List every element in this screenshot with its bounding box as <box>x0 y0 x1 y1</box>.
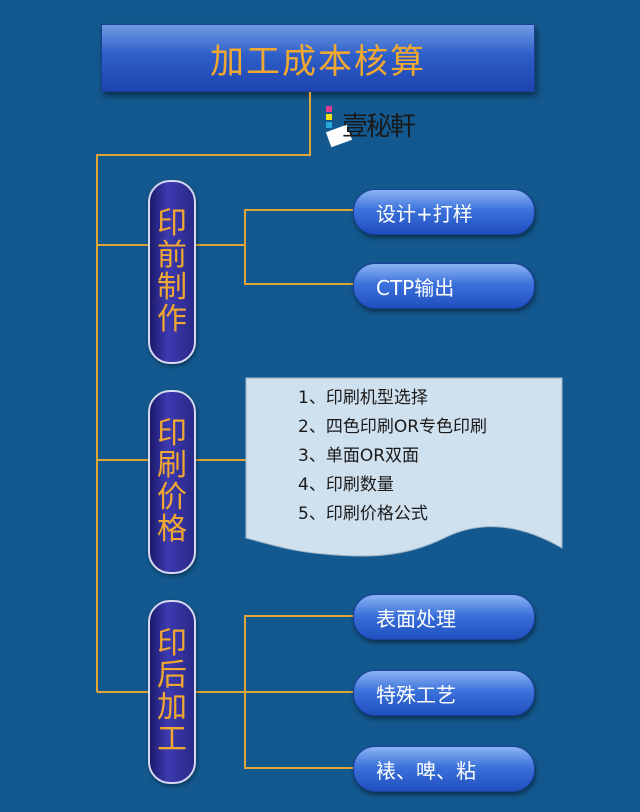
branch-postpress: 印后加工 <box>148 600 196 784</box>
node-mount-diecut-glue-label: 裱、啤、粘 <box>376 758 476 783</box>
node-mount-diecut-glue: 裱、啤、粘 <box>353 746 535 792</box>
node-surface-treatment-label: 表面处理 <box>376 606 456 631</box>
node-design-proof-label: 设计+打样 <box>376 201 473 226</box>
title-box: 加工成本核算 <box>101 24 535 92</box>
branch-printing-label: 印刷价格 <box>157 416 187 547</box>
branch-1-fork <box>244 209 354 285</box>
printing-notes-document <box>245 377 563 557</box>
logo-text: 壹秘軒 <box>342 112 416 142</box>
node-ctp-output: CTP输出 <box>353 263 535 309</box>
printing-notes-list: 1、印刷机型选择 2、四色印刷OR专色印刷 3、单面OR双面 4、印刷数量 5、… <box>298 384 487 529</box>
node-surface-treatment: 表面处理 <box>353 594 535 640</box>
node-ctp-output-label: CTP输出 <box>376 275 455 300</box>
note-item: 4、印刷数量 <box>298 475 394 495</box>
branch-prepress-label: 印前制作 <box>157 206 187 337</box>
note-item: 3、单面OR双面 <box>298 446 420 466</box>
logo-mark-icon <box>325 106 353 148</box>
note-item: 5、印刷价格公式 <box>298 504 428 524</box>
diagram-title: 加工成本核算 <box>210 41 426 82</box>
branch-prepress: 印前制作 <box>148 180 196 364</box>
note-item: 2、四色印刷OR专色印刷 <box>298 417 488 437</box>
logo: 壹秘軒 <box>322 100 418 148</box>
title-connector <box>96 92 311 692</box>
note-item: 1、印刷机型选择 <box>298 388 428 408</box>
branch-printing: 印刷价格 <box>148 390 196 574</box>
node-design-proof: 设计+打样 <box>353 189 535 235</box>
node-special-process: 特殊工艺 <box>353 670 535 716</box>
node-special-process-label: 特殊工艺 <box>376 682 456 707</box>
branch-postpress-label: 印后加工 <box>157 626 187 757</box>
